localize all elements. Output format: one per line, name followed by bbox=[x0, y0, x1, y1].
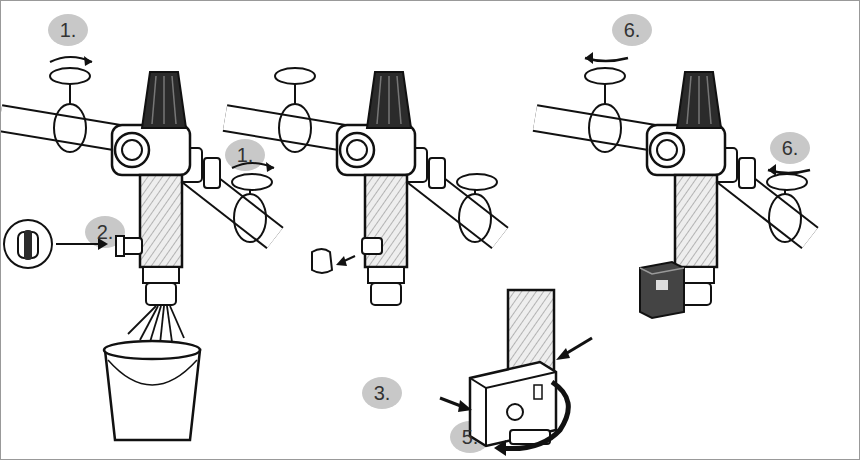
callout-number: 2. bbox=[85, 217, 125, 247]
callout-number: 6. bbox=[612, 15, 652, 45]
callout-badges bbox=[48, 14, 810, 453]
callout-number: 1. bbox=[225, 140, 265, 170]
mounted-actuator bbox=[640, 262, 684, 318]
arrow-heads bbox=[585, 52, 776, 176]
actuator-inset bbox=[440, 290, 592, 456]
filter-unit bbox=[225, 68, 500, 305]
drain-cap bbox=[312, 238, 382, 273]
callout-number: 1. bbox=[48, 15, 88, 45]
detail-inset bbox=[4, 220, 108, 268]
callout-number: 3. bbox=[362, 378, 402, 408]
rotation-arrows bbox=[585, 58, 810, 173]
callout-number: 6. bbox=[770, 133, 810, 163]
filter-unit bbox=[535, 68, 810, 305]
water-spray bbox=[128, 306, 184, 344]
callout-number: 5. bbox=[450, 422, 490, 452]
filter-unit bbox=[0, 68, 275, 305]
bucket bbox=[104, 341, 200, 440]
arrow-heads bbox=[84, 56, 274, 172]
drain-valve bbox=[116, 236, 142, 256]
